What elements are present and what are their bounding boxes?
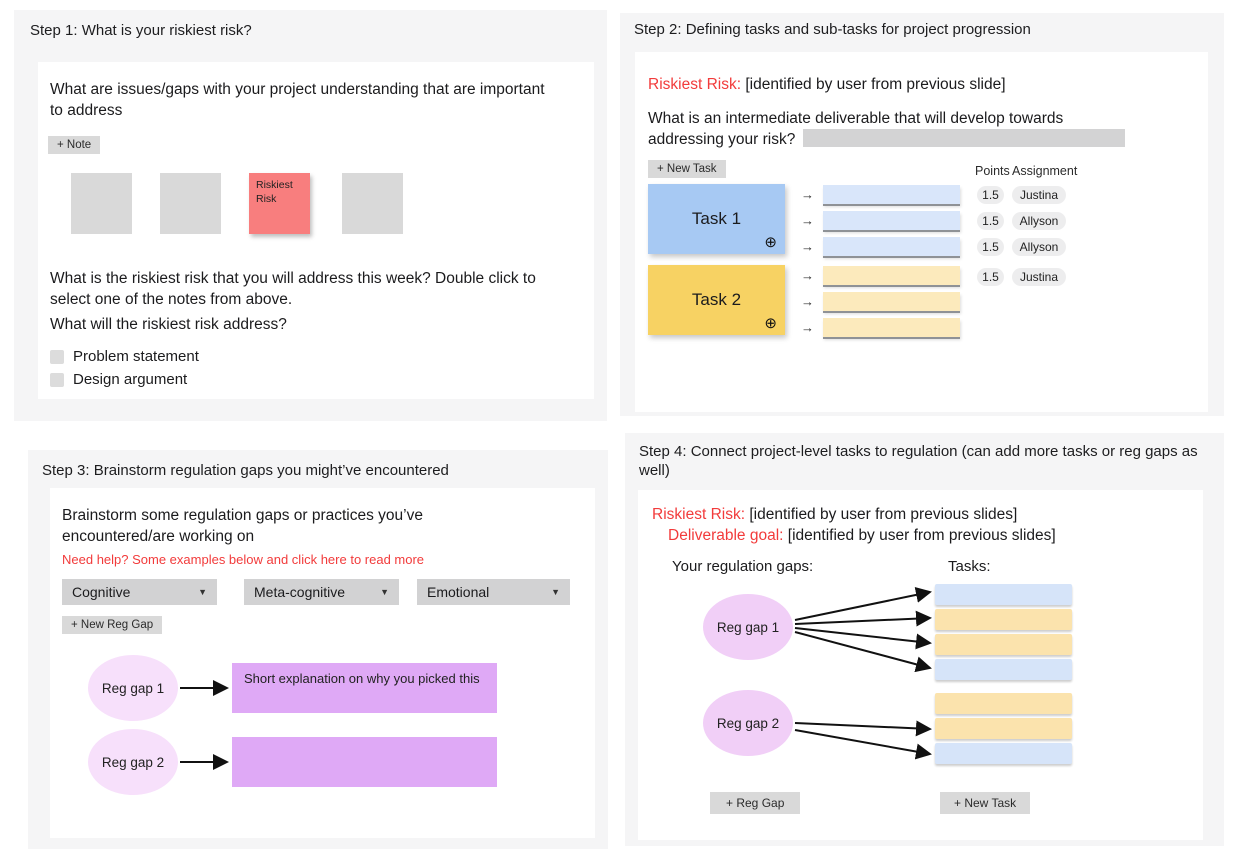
checkbox-row-problem-statement: Problem statement xyxy=(50,348,199,365)
dropdown-cognitive[interactable]: Cognitive ▼ xyxy=(62,579,217,605)
points-pill[interactable]: 1.5 xyxy=(977,268,1004,286)
step2-question-line2-text: addressing your risk? xyxy=(648,131,796,148)
task1-subtask-bar-1[interactable] xyxy=(823,185,960,204)
checkbox-design-argument[interactable] xyxy=(50,372,64,387)
points-header: Points xyxy=(975,164,1010,178)
step1-question3: What will the riskiest risk address? xyxy=(50,316,287,333)
assignee-pill[interactable]: Justina xyxy=(1012,268,1066,286)
step4-panel: Step 4: Connect project-level tasks to r… xyxy=(625,433,1224,846)
sticky-note-1[interactable] xyxy=(71,173,132,234)
step4-title: Step 4: Connect project-level tasks to r… xyxy=(639,443,1198,479)
dropdown-value: Cognitive xyxy=(72,584,131,600)
step2-card: Riskiest Risk: [identified by user from … xyxy=(635,52,1208,412)
task1-box[interactable]: Task 1 ⊕ xyxy=(648,184,785,254)
riskiest-risk-value: [identified by user from previous slide] xyxy=(745,76,1006,93)
task2-subtask-bar-2[interactable] xyxy=(823,292,960,311)
chevron-down-icon: ▼ xyxy=(551,587,560,597)
dropdown-meta-cognitive[interactable]: Meta-cognitive ▼ xyxy=(244,579,399,605)
arrow-icon: → xyxy=(801,294,814,309)
step3-title: Step 3: Brainstorm regulation gaps you m… xyxy=(42,462,449,479)
step1-panel: Step 1: What is your riskiest risk? What… xyxy=(14,10,607,421)
arrow-icon: → xyxy=(801,320,814,335)
points-pill[interactable]: 1.5 xyxy=(977,238,1004,256)
checkbox-label: Problem statement xyxy=(73,348,199,365)
reg-gap-2-ellipse[interactable]: Reg gap 2 xyxy=(703,690,793,756)
deliverable-goal-label: Deliverable goal: xyxy=(668,527,784,544)
step2-question-line1: What is an intermediate deliverable that… xyxy=(648,110,1064,127)
assignment-header: Assignment xyxy=(1012,164,1078,178)
add-subtask-icon[interactable]: ⊕ xyxy=(764,315,777,332)
step3-help-link[interactable]: Need help? Some examples below and click… xyxy=(62,552,425,567)
arrow-icon: → xyxy=(801,239,814,254)
chevron-down-icon: ▼ xyxy=(380,587,389,597)
deliverable-input-bar[interactable] xyxy=(803,129,1126,147)
new-reg-gap-button[interactable]: + New Reg Gap xyxy=(62,616,163,634)
task-bar-3[interactable] xyxy=(935,634,1072,655)
step1-question2: What is the riskiest risk that you will … xyxy=(50,270,536,309)
reg-gap-button[interactable]: + Reg Gap xyxy=(710,792,801,814)
task-bar-4[interactable] xyxy=(935,659,1072,680)
step2-panel: Step 2: Defining tasks and sub-tasks for… xyxy=(620,13,1224,416)
step2-title: Step 2: Defining tasks and sub-tasks for… xyxy=(634,21,1031,38)
dropdown-value: Emotional xyxy=(427,584,490,600)
reg-gap-2-explanation[interactable] xyxy=(232,737,497,787)
task1-subtask-bar-3[interactable] xyxy=(823,237,960,256)
points-pill[interactable]: 1.5 xyxy=(977,186,1004,204)
riskiest-risk-value: [identified by user from previous slides… xyxy=(749,506,1018,523)
sticky-note-2[interactable] xyxy=(160,173,221,234)
task-bar-5[interactable] xyxy=(935,693,1072,714)
task-bar-6[interactable] xyxy=(935,718,1072,739)
task2-box[interactable]: Task 2 ⊕ xyxy=(648,265,785,335)
riskiest-risk-label: Riskiest Risk: xyxy=(648,76,742,93)
deliverable-goal-value: [identified by user from previous slides… xyxy=(787,527,1056,544)
task-bar-2[interactable] xyxy=(935,609,1072,630)
arrow-icon: → xyxy=(801,187,814,202)
step3-card: Brainstorm some regulation gaps or pract… xyxy=(50,488,595,838)
sticky-note-riskiest-risk[interactable]: Riskiest Risk xyxy=(249,173,310,234)
dropdown-value: Meta-cognitive xyxy=(254,584,346,600)
checkbox-problem-statement[interactable] xyxy=(50,349,64,364)
new-task-button[interactable]: + New Task xyxy=(940,792,1031,814)
regulation-gaps-header: Your regulation gaps: xyxy=(672,558,814,575)
assignee-pill[interactable]: Allyson xyxy=(1012,238,1066,256)
tasks-header: Tasks: xyxy=(948,558,991,575)
step4-card: Riskiest Risk: [identified by user from … xyxy=(638,490,1203,840)
task1-label: Task 1 xyxy=(691,209,742,228)
dropdown-emotional[interactable]: Emotional ▼ xyxy=(417,579,570,605)
reg-gap-1-ellipse[interactable]: Reg gap 1 xyxy=(88,655,178,721)
add-subtask-icon[interactable]: ⊕ xyxy=(764,234,777,251)
task2-subtask-bar-1[interactable] xyxy=(823,266,960,285)
step2-question-line2: addressing your risk? xyxy=(648,129,1126,150)
step1-card: What are issues/gaps with your project u… xyxy=(38,62,594,399)
step3-question: Brainstorm some regulation gaps or pract… xyxy=(62,507,423,546)
task1-subtask-bar-2[interactable] xyxy=(823,211,960,230)
task-bar-7[interactable] xyxy=(935,743,1072,764)
chevron-down-icon: ▼ xyxy=(198,587,207,597)
task2-subtask-bar-3[interactable] xyxy=(823,318,960,337)
assignee-pill[interactable]: Justina xyxy=(1012,186,1066,204)
arrow-icon: → xyxy=(801,268,814,283)
reg-gap-2-ellipse[interactable]: Reg gap 2 xyxy=(88,729,178,795)
points-pill[interactable]: 1.5 xyxy=(977,212,1004,230)
arrow-icon: → xyxy=(801,213,814,228)
step1-question1: What are issues/gaps with your project u… xyxy=(50,81,545,120)
assignee-pill[interactable]: Allyson xyxy=(1012,212,1066,230)
reg-gap-1-ellipse[interactable]: Reg gap 1 xyxy=(703,594,793,660)
step1-title: Step 1: What is your riskiest risk? xyxy=(30,22,252,39)
riskiest-risk-label: Riskiest Risk: xyxy=(652,506,746,523)
task2-label: Task 2 xyxy=(691,290,742,309)
add-note-button[interactable]: + Note xyxy=(48,136,101,154)
checkbox-label: Design argument xyxy=(73,371,188,388)
reg-gap-1-explanation[interactable]: Short explanation on why you picked this xyxy=(232,663,497,713)
checkbox-row-design-argument: Design argument xyxy=(50,371,187,388)
sticky-note-4[interactable] xyxy=(342,173,403,234)
step3-panel: Step 3: Brainstorm regulation gaps you m… xyxy=(28,450,608,849)
task-bar-1[interactable] xyxy=(935,584,1072,605)
new-task-button[interactable]: + New Task xyxy=(648,160,726,178)
